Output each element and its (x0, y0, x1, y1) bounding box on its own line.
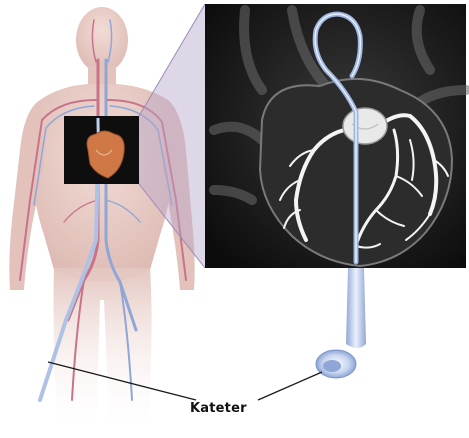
aortic-root (343, 108, 387, 144)
head (76, 7, 128, 73)
catheter-label: Kateter (190, 401, 247, 416)
chest-heart-window (64, 116, 139, 184)
heart-detail-panel (205, 4, 466, 268)
label-pointer-right (258, 372, 322, 400)
catheter-sheath (346, 268, 366, 348)
legs (54, 268, 152, 438)
